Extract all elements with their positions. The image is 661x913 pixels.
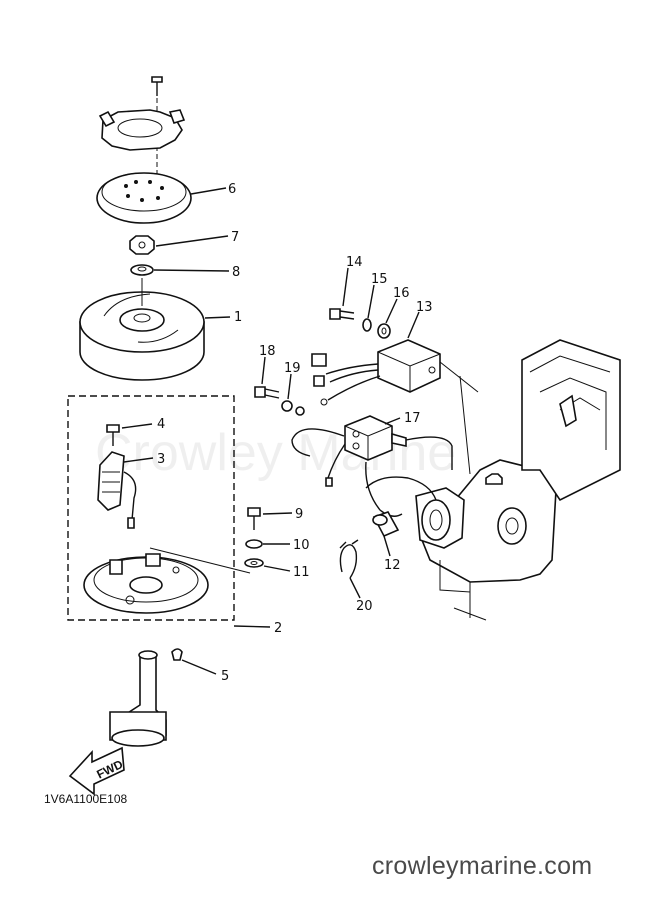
part-10-lock-washer xyxy=(245,539,263,549)
watermark-text: Crowley Marine xyxy=(95,424,456,482)
part-label-17: 17 xyxy=(404,411,421,426)
part-label-2: 2 xyxy=(274,621,282,636)
top-screw xyxy=(151,76,163,96)
website-caption: crowleymarine.com xyxy=(372,852,593,880)
part-4-screw xyxy=(106,424,120,446)
part-label-7: 7 xyxy=(231,230,239,245)
part-label-15: 15 xyxy=(371,272,388,287)
part-label-10: 10 xyxy=(293,538,310,553)
crankshaft xyxy=(109,650,167,747)
part-12-spark-plug-cap xyxy=(372,511,400,538)
part-17-ignition-coil xyxy=(291,415,453,487)
stator-assembly-box xyxy=(67,395,235,621)
part-label-16: 16 xyxy=(393,286,410,301)
part-label-12: 12 xyxy=(384,558,401,573)
part-11-washer xyxy=(244,558,264,568)
starter-claw xyxy=(98,109,186,151)
part-label-13: 13 xyxy=(416,300,433,315)
fwd-direction-arrow: FWD xyxy=(68,746,125,796)
part-18-bolt xyxy=(254,386,280,399)
part-9-bolt xyxy=(247,507,261,530)
part-label-18: 18 xyxy=(259,344,276,359)
part-8-washer xyxy=(130,264,154,276)
part-7-nut xyxy=(129,235,155,255)
part-16-collar xyxy=(377,323,391,339)
part-label-20: 20 xyxy=(356,599,373,614)
stator-base-plate xyxy=(83,553,209,614)
diagram-code: 1V6A1100E108 xyxy=(44,792,128,806)
part-3-charge-coil xyxy=(97,451,137,529)
part-label-4: 4 xyxy=(157,417,165,432)
part-label-6: 6 xyxy=(228,182,236,197)
part-20-clamp xyxy=(339,539,359,579)
cdi-wire-harness xyxy=(311,353,381,406)
part-label-5: 5 xyxy=(221,669,229,684)
part-15-washer xyxy=(362,318,372,332)
part-19-washer xyxy=(281,400,305,416)
part-label-8: 8 xyxy=(232,265,240,280)
part-label-3: 3 xyxy=(157,452,165,467)
part-label-11: 11 xyxy=(293,565,310,580)
part-13-cdi-unit xyxy=(377,339,441,393)
part-label-14: 14 xyxy=(346,255,363,270)
part-label-1: 1 xyxy=(234,310,242,325)
part-label-19: 19 xyxy=(284,361,301,376)
part-1-flywheel xyxy=(79,278,205,381)
engine-crankcase xyxy=(415,339,621,621)
part-6-starter-pulley xyxy=(96,172,192,224)
part-label-9: 9 xyxy=(295,507,303,522)
part-5-woodruff-key xyxy=(171,648,183,661)
part-14-bolt xyxy=(329,308,355,320)
